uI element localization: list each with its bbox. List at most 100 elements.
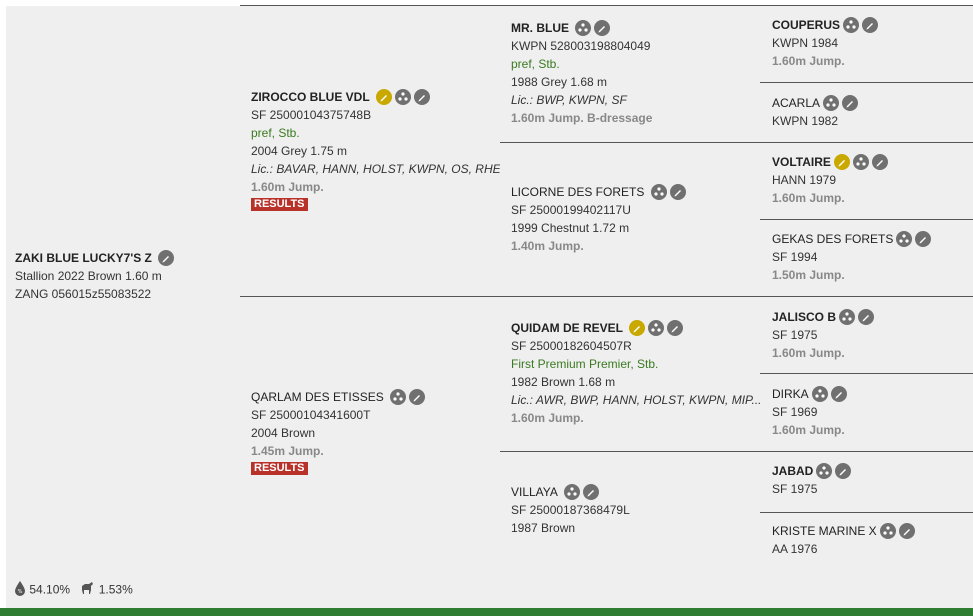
pen-icon[interactable] xyxy=(862,16,879,33)
gg-name-4[interactable]: GEKAS DES FORETS xyxy=(772,232,894,246)
gg-name-5[interactable]: JALISCO B xyxy=(772,310,837,324)
dd-registration: SF 25000187368479L xyxy=(511,503,630,517)
pedigree-tree-icon[interactable] xyxy=(648,319,665,336)
divider xyxy=(760,512,973,513)
pedigree-tree-icon[interactable] xyxy=(896,230,913,247)
divider xyxy=(500,451,973,452)
sd-name[interactable]: LICORNE DES FORETS xyxy=(511,185,645,199)
pen-icon[interactable] xyxy=(669,183,686,200)
gg-registration-5: SF 1975 xyxy=(772,328,818,342)
pen-icon[interactable] xyxy=(414,88,431,105)
key-icon[interactable] xyxy=(629,319,646,336)
dam-registration: SF 25000104341600T xyxy=(251,408,371,422)
subject-info: Stallion 2022 Brown 1.60 m xyxy=(15,269,162,283)
dam-results-button[interactable]: RESULTS xyxy=(251,462,308,475)
gg-card-5: JALISCO B SF 1975 1.60m Jump. xyxy=(772,308,973,362)
gg-card-2: ACARLA KWPN 1982 xyxy=(772,94,973,130)
gg-performance-5: 1.60m Jump. xyxy=(772,346,845,360)
divider xyxy=(760,219,973,220)
sire-results-button[interactable]: RESULTS xyxy=(251,198,308,211)
subject-card: ZAKI BLUE LUCKY7'S Z Stallion 2022 Brown… xyxy=(15,249,240,303)
sire-licenses: Lic.: BAVAR, HANN, HOLST, KWPN, OS, RHEI… xyxy=(251,162,500,176)
pen-icon[interactable] xyxy=(898,522,915,539)
key-icon[interactable] xyxy=(833,153,850,170)
dam-name[interactable]: QARLAM DES ETISSES xyxy=(251,390,384,404)
divider xyxy=(760,82,973,83)
dd-name[interactable]: VILLAYA xyxy=(511,485,558,499)
pen-icon[interactable] xyxy=(594,19,611,36)
gg-name-1[interactable]: COUPERUS xyxy=(772,18,841,32)
gg-registration-8: AA 1976 xyxy=(772,542,818,556)
pedigree-tree-icon[interactable] xyxy=(563,483,580,500)
divider xyxy=(760,296,973,297)
pedigree-tree-icon[interactable] xyxy=(852,153,869,170)
divider xyxy=(240,296,760,297)
sire-registration: SF 25000104375748B xyxy=(251,108,372,122)
key-icon[interactable] xyxy=(376,88,393,105)
sire-name[interactable]: ZIROCCO BLUE VDL xyxy=(251,90,370,104)
pen-icon[interactable] xyxy=(667,319,684,336)
ds-predicate: First Premium Premier, Stb. xyxy=(511,357,659,371)
gg-name-2[interactable]: ACARLA xyxy=(772,96,821,110)
gg-card-1: COUPERUS KWPN 1984 1.60m Jump. xyxy=(772,16,973,70)
gg-name-8[interactable]: KRISTE MARINE X xyxy=(772,524,877,538)
pen-icon[interactable] xyxy=(915,230,932,247)
divider xyxy=(500,142,973,143)
gg-card-8: KRISTE MARINE X AA 1976 xyxy=(772,522,973,558)
ds-performance: 1.60m Jump. xyxy=(511,411,584,425)
subject-registration: ZANG 056015z55083522 xyxy=(15,287,152,301)
subject-column: ZAKI BLUE LUCKY7'S Z Stallion 2022 Brown… xyxy=(6,6,240,608)
ds-name[interactable]: QUIDAM DE REVEL xyxy=(511,321,624,335)
pen-icon[interactable] xyxy=(158,249,175,266)
gg-name-7[interactable]: JABAD xyxy=(772,464,814,478)
grandparents-column: MR. BLUE KWPN 528003198804049 pref, Stb.… xyxy=(240,6,760,608)
sd-registration: SF 25000199402117U xyxy=(511,203,631,217)
pedigree-tree-icon[interactable] xyxy=(879,522,896,539)
pen-icon[interactable] xyxy=(409,388,426,405)
pedigree-tree-icon[interactable] xyxy=(390,388,407,405)
pedigree-tree-icon[interactable] xyxy=(395,88,412,105)
ss-performance: 1.60m Jump. B-dressage xyxy=(511,111,653,125)
pedigree-tree-icon[interactable] xyxy=(575,19,592,36)
pen-icon[interactable] xyxy=(582,483,599,500)
gg-registration-4: SF 1994 xyxy=(772,250,818,264)
pedigree-tree-icon[interactable] xyxy=(816,462,833,479)
dam-details: 2004 Brown xyxy=(251,426,316,440)
footer-bar xyxy=(0,608,973,616)
pedigree-tree-icon[interactable] xyxy=(823,94,840,111)
sire-performance: 1.60m Jump. xyxy=(251,180,324,194)
gg-performance-4: 1.50m Jump. xyxy=(772,268,845,282)
ss-name[interactable]: MR. BLUE xyxy=(511,21,569,35)
gg-performance-1: 1.60m Jump. xyxy=(772,54,845,68)
pedigree-tree-icon[interactable] xyxy=(811,385,828,402)
gg-registration-6: SF 1969 xyxy=(772,405,818,419)
ds-registration: SF 25000182604507R xyxy=(511,339,632,353)
top-border xyxy=(240,5,973,6)
gg-name-3[interactable]: VOLTAIRE xyxy=(772,155,831,169)
ss-card: MR. BLUE KWPN 528003198804049 pref, Stb.… xyxy=(511,19,760,127)
subject-name[interactable]: ZAKI BLUE LUCKY7'S Z xyxy=(15,251,152,265)
dam-card: QARLAM DES ETISSES SF 25000104341600T 20… xyxy=(251,388,500,475)
divider xyxy=(760,373,973,374)
sd-details: 1999 Chestnut 1.72 m xyxy=(511,221,630,235)
sd-performance: 1.40m Jump. xyxy=(511,239,584,253)
pedigree-tree-icon[interactable] xyxy=(839,308,856,325)
gg-card-3: VOLTAIRE HANN 1979 1.60m Jump. xyxy=(772,153,973,207)
pen-icon[interactable] xyxy=(835,462,852,479)
pen-icon[interactable] xyxy=(830,385,847,402)
ss-details: 1988 Grey 1.68 m xyxy=(511,75,608,89)
gg-registration-7: SF 1975 xyxy=(772,482,818,496)
gg-name-6[interactable]: DIRKA xyxy=(772,387,809,401)
horse-icon xyxy=(79,582,98,598)
parents-column: ZIROCCO BLUE VDL SF 25000104375748B pref… xyxy=(240,6,500,608)
pedigree-tree-icon[interactable] xyxy=(650,183,667,200)
pedigree-tree-icon[interactable] xyxy=(843,16,860,33)
pen-icon[interactable] xyxy=(842,94,859,111)
dam-performance: 1.45m Jump. xyxy=(251,444,324,458)
pen-icon[interactable] xyxy=(858,308,875,325)
ds-card: QUIDAM DE REVEL SF 25000182604507R First… xyxy=(511,319,760,427)
gg-card-4: GEKAS DES FORETS SF 1994 1.50m Jump. xyxy=(772,230,973,284)
pen-icon[interactable] xyxy=(871,153,888,170)
sire-details: 2004 Grey 1.75 m xyxy=(251,144,348,158)
gg-registration-2: KWPN 1982 xyxy=(772,114,839,128)
